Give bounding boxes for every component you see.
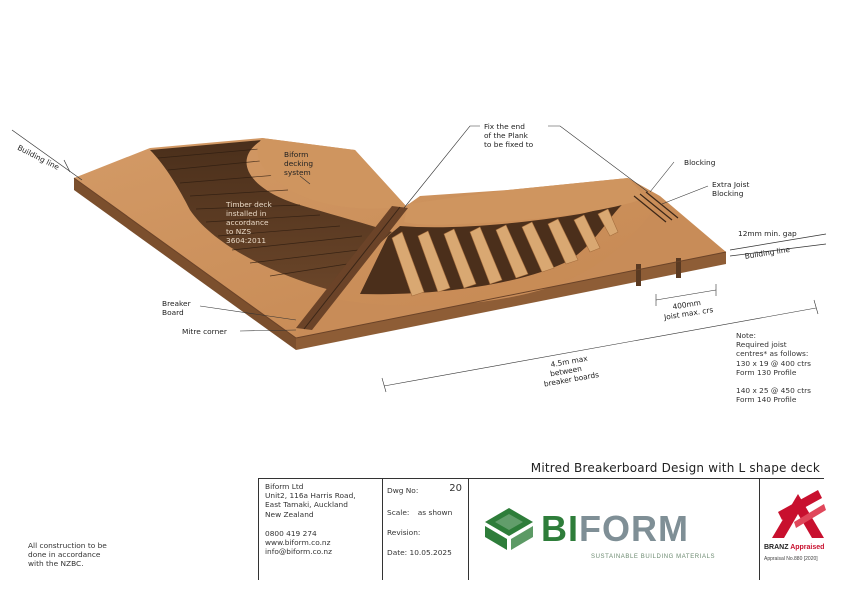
gap-label: 12mm min. gap [738,229,797,238]
biform-leaf-icon [485,508,533,550]
building-line-right [729,233,827,257]
blocking-label: Blocking [684,158,716,167]
leader-lines [199,125,709,332]
scale-label: Scale: [387,508,410,517]
biform-wordmark: BIFORM [541,508,689,549]
joist-area [360,196,632,295]
building-line-left [11,129,83,181]
revision-label: Revision: [387,528,421,537]
front-side [296,252,726,350]
biform-decking-left [257,138,406,209]
extra-joist-label: Extra Joist Blocking [712,180,750,198]
scale-value: as shown [417,508,453,517]
biform-logo: BIFORM SUSTAINABLE BUILDING MATERIALS [483,506,753,566]
date-label: Date: [387,548,408,557]
left-wing-side [74,178,296,350]
mitre-corner-label: Mitre corner [182,327,227,336]
breaker-board-label: Breaker Board [162,299,191,317]
blocking-detail [633,191,679,223]
branz-appraised-mark: BRANZ Appraised Appraisal No.880 [2020] [764,488,826,578]
title-block: Biform Ltd Unit2, 116a Harris Road, East… [258,478,826,580]
construction-note: All construction to be done in accordanc… [28,541,107,569]
dwg-no-value: 20 [449,483,462,494]
company-phone: 0800 419 274 [265,528,317,538]
branz-appraisal-no: Appraisal No.880 [2020] [764,556,818,562]
joists [391,208,619,297]
joist-dimension [655,284,717,306]
biform-decking-label: Biform decking system [284,150,314,177]
dwg-no-label: Dwg No: [387,486,419,495]
sheet-info: Dwg No: 20 Scale: as shown Revision: Dat… [382,478,468,580]
biform-logo-panel: BIFORM SUSTAINABLE BUILDING MATERIALS [468,478,760,580]
title-strip: Mitred Breakerboard Design with L shape … [258,456,824,479]
timber-deck-area [150,140,392,290]
biform-tagline: SUSTAINABLE BUILDING MATERIALS [591,554,716,560]
company-web[interactable]: www.biform.co.nz [265,538,331,548]
posts [636,258,681,286]
branz-wordmark: BRANZ Appraised [764,544,825,551]
max-length-dimension [381,299,819,393]
fix-end-label: Fix the end of the Plank to be fixed to [484,122,534,149]
company-email[interactable]: info@biform.co.nz [265,547,332,557]
date-value: 10.05.2025 [409,548,452,557]
biform-boards-right [404,178,646,225]
branz-logo-icon [772,490,826,538]
company-info: Biform Ltd Unit2, 116a Harris Road, East… [258,478,382,580]
timber-planks [157,147,376,277]
timber-deck-label: Timber deck installed in accordance to N… [226,200,272,245]
branz-panel: BRANZ Appraised Appraisal No.880 [2020] [758,478,826,580]
drawing-title: Mitred Breakerboard Design with L shape … [530,461,820,475]
joist-notes: Note: Required joist centres* as follows… [736,331,811,405]
